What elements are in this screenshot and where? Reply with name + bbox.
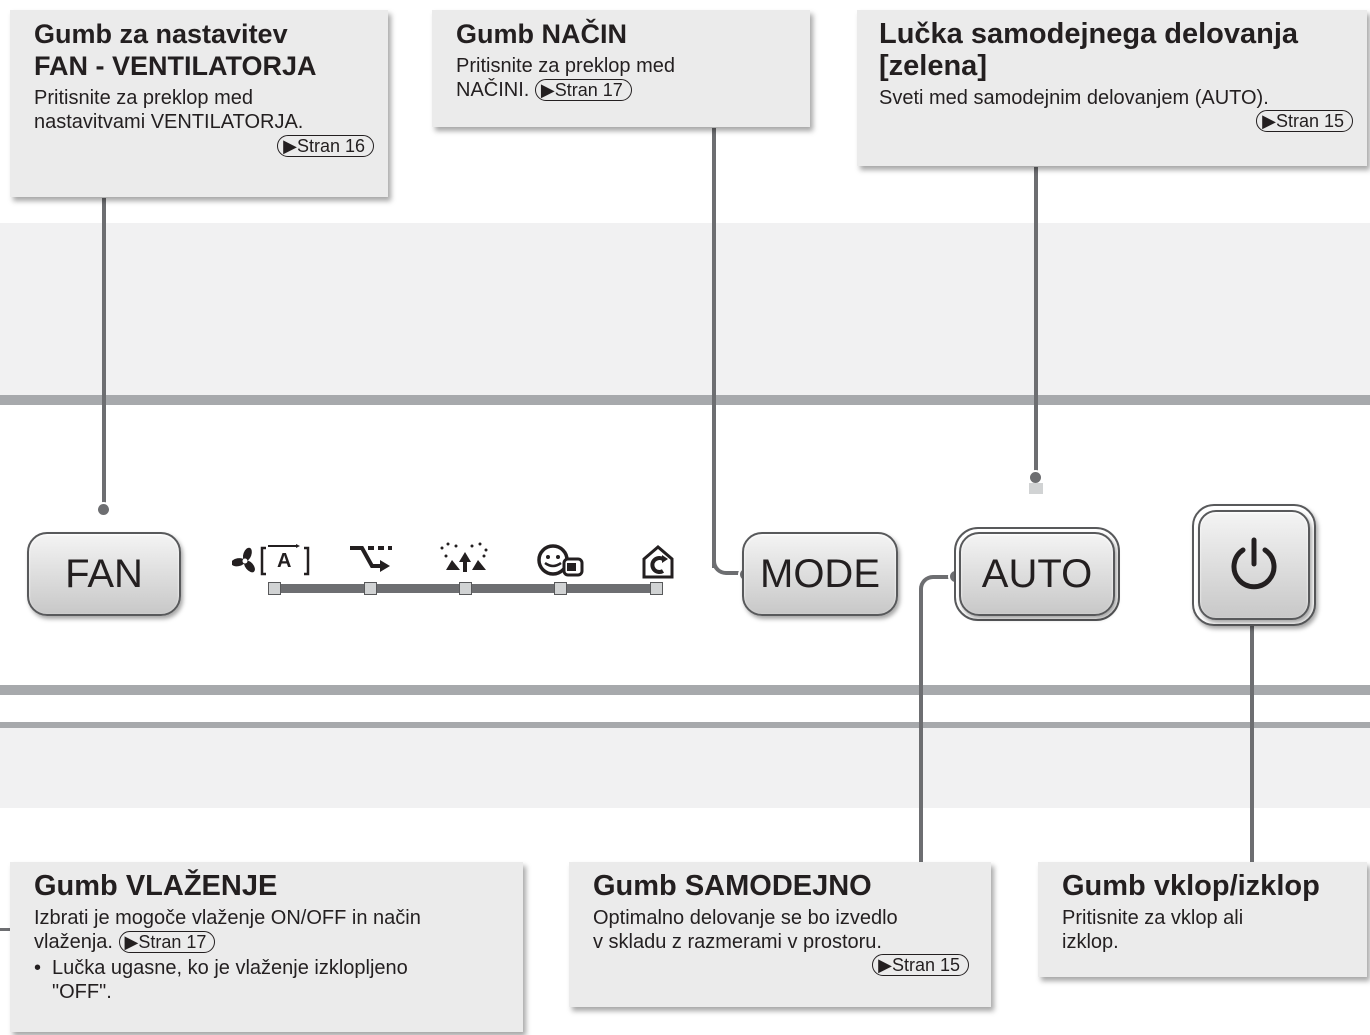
fan-setting-lamp-4 (554, 582, 567, 595)
callout-humidify-body-1: Izbrati je mogoče vlaženje ON/OFF in nač… (34, 907, 421, 929)
auto-button[interactable]: AUTO (959, 532, 1115, 616)
callout-fan: Gumb za nastavitev FAN - VENTILATORJA Pr… (10, 10, 388, 197)
pollen-icon (536, 543, 586, 584)
leader-humidify-stub (0, 928, 10, 931)
fan-setting-lamp-2 (364, 582, 377, 595)
panel-rule-bottom-2 (0, 722, 1370, 728)
leader-fan (102, 198, 106, 510)
callout-auto-lamp-body: Sveti med samodejnim delovanjem (AUTO). (879, 87, 1269, 109)
callout-mode: Gumb NAČIN Pritisnite za preklop med NAČ… (432, 10, 810, 127)
panel-rule-top (0, 395, 1370, 405)
callout-humidify-page-ref: ▶Stran 17 (118, 931, 216, 953)
callout-power-title: Gumb vklop/izklop (1062, 870, 1320, 902)
callout-mode-body-1: Pritisnite za preklop med (456, 55, 675, 77)
leader-mode-curve (712, 553, 740, 575)
panel-bottom-band (0, 728, 1370, 808)
callout-mode-title: Gumb NAČIN (456, 19, 627, 49)
power-button[interactable] (1198, 510, 1310, 620)
callout-fan-title-2: FAN - VENTILATORJA (34, 51, 317, 81)
leader-auto-button-vertical (919, 600, 923, 862)
callout-fan-body-1: Pritisnite za preklop med (34, 87, 253, 109)
callout-auto-button-body-1: Optimalno delovanje se bo izvedlo (593, 907, 898, 929)
callout-power-body-1: Pritisnite za vklop ali (1062, 907, 1244, 929)
callout-humidify-bullet-2: "OFF". (52, 981, 112, 1003)
panel-rule-bottom-1 (0, 685, 1370, 695)
power-icon (1231, 537, 1277, 590)
callout-auto-button-title: Gumb SAMODEJNO (593, 870, 872, 902)
leader-mode-vertical (712, 128, 716, 568)
quiet-icon (348, 544, 394, 583)
economy-icon (640, 545, 676, 584)
callout-auto-button-page-ref: ▶Stran 15 (872, 954, 969, 976)
leader-auto-lamp (1034, 167, 1038, 477)
fan-auto-icon: A (231, 544, 312, 578)
fan-setting-lamp-1 (268, 582, 281, 595)
callout-mode-page-ref: ▶Stran 17 (534, 79, 632, 101)
panel-top-band (0, 223, 1370, 395)
leader-power (1250, 608, 1254, 862)
callout-power: Gumb vklop/izklop Pritisnite za vklop al… (1038, 862, 1367, 977)
callout-humidify-title: Gumb VLAŽENJE (34, 870, 278, 902)
turbo-icon (438, 542, 492, 583)
auto-lamp-indicator (1029, 483, 1043, 494)
callout-fan-title-1: Gumb za nastavitev (34, 19, 288, 49)
fan-button[interactable]: FAN (27, 532, 181, 616)
callout-auto-button-body-2: v skladu z razmerami v prostoru. (593, 931, 882, 953)
callout-humidify-bullet-1: Lučka ugasne, ko je vlaženje izklopljeno (52, 957, 408, 979)
fan-setting-lamp-3 (459, 582, 472, 595)
callout-auto-lamp-title-2: [zelena] (879, 50, 987, 82)
callout-humidify-body-2: vlaženja. (34, 931, 113, 953)
leader-fan-dot (96, 502, 111, 517)
fan-setting-lamp-5 (650, 582, 663, 595)
leader-auto-button-curve (919, 575, 953, 605)
callout-fan-page-ref: ▶Stran 16 (277, 135, 374, 157)
callout-fan-body-2: nastavitvami VENTILATORJA. (34, 111, 304, 133)
callout-humidify: Gumb VLAŽENJE Izbrati je mogoče vlaženje… (10, 862, 523, 1032)
callout-auto-lamp: Lučka samodejnega delovanja [zelena] Sve… (857, 10, 1367, 166)
mode-button[interactable]: MODE (742, 532, 898, 616)
callout-mode-body-2: NAČINI. (456, 79, 530, 101)
callout-power-body-2: izklop. (1062, 931, 1119, 953)
callout-auto-button: Gumb SAMODEJNO Optimalno delovanje se bo… (569, 862, 991, 1007)
fan-auto-letter: A (277, 550, 292, 572)
callout-auto-lamp-page-ref: ▶Stran 15 (1256, 110, 1353, 132)
bullet-dot: • (34, 957, 42, 979)
callout-auto-lamp-title-1: Lučka samodejnega delovanja (879, 18, 1299, 50)
